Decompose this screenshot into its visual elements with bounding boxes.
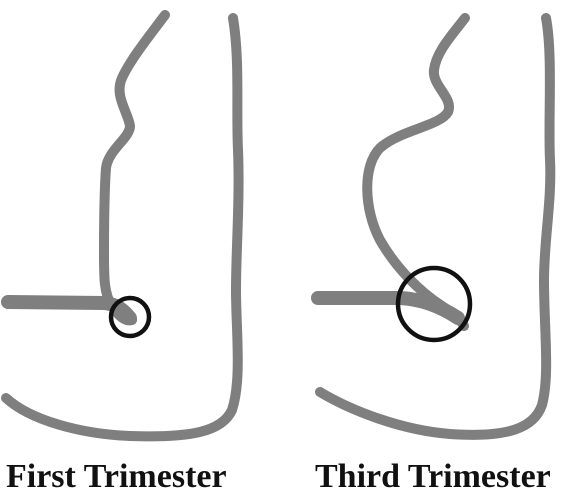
first-trimester-panel: First Trimester [6,15,239,495]
first-trimester-caption: First Trimester [6,458,227,495]
third-trimester-panel: Third Trimester [315,18,551,495]
third-thigh-line [318,298,458,318]
third-trimester-caption: Third Trimester [315,458,551,495]
first-abdomen-contour [104,15,165,320]
third-abdomen-contour [367,18,465,326]
